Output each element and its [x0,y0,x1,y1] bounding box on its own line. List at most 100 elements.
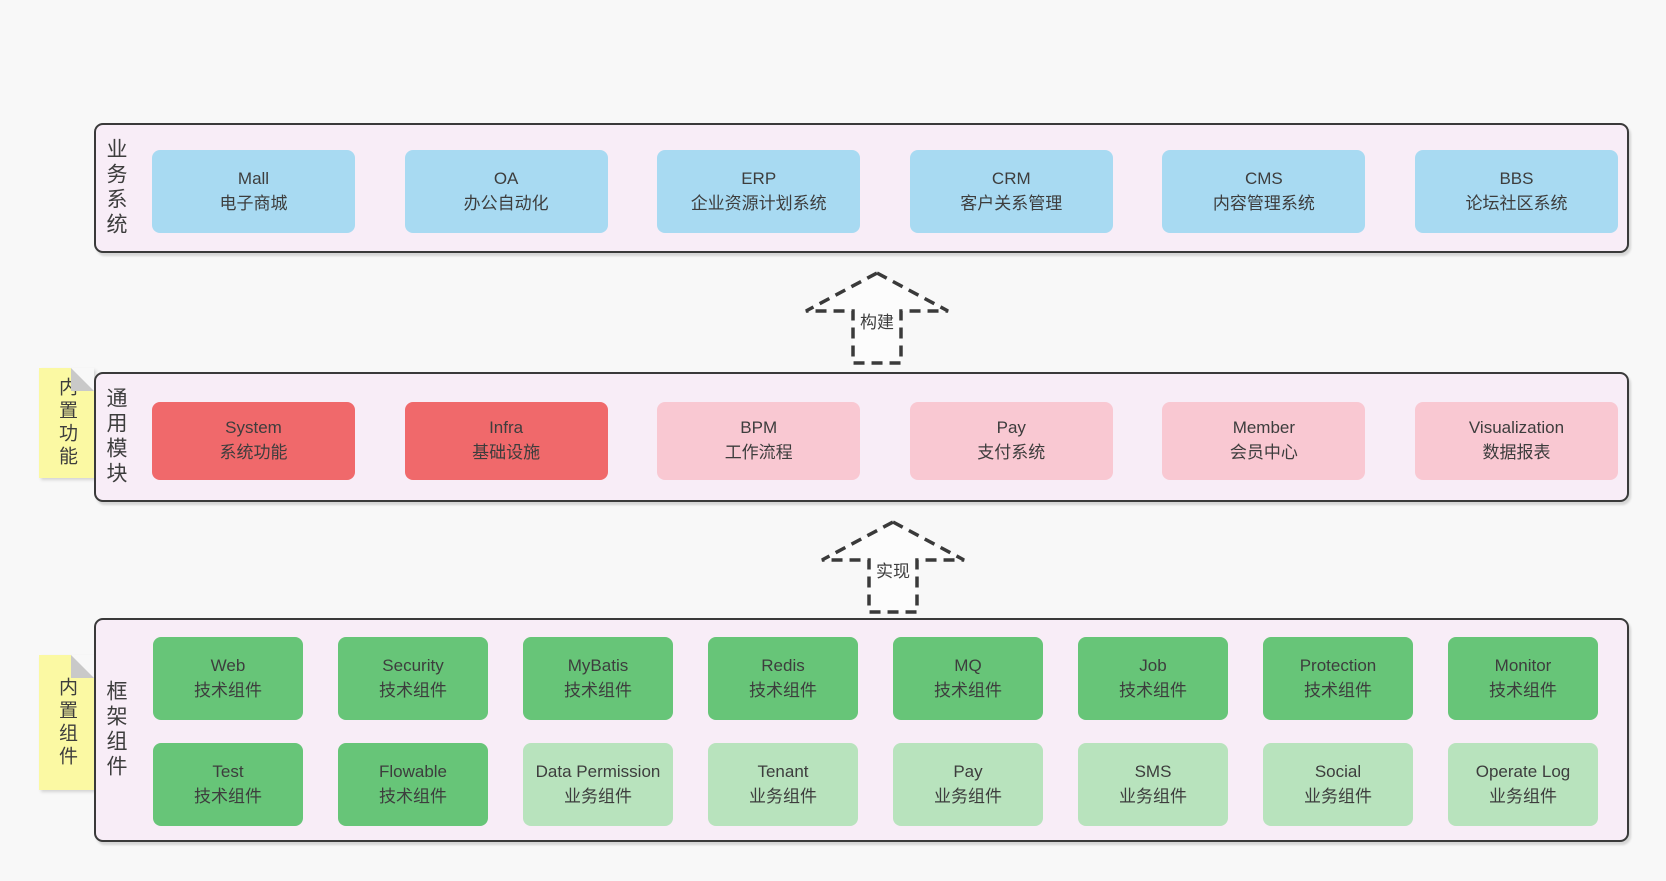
box-title: Member [1232,418,1296,438]
box-test: Test 技术组件 [153,743,303,826]
box-subtitle: 技术组件 [564,680,632,700]
box-subtitle: 企业资源计划系统 [690,193,827,213]
implement-arrow-label: 实现 [876,562,910,581]
box-redis: Redis 技术组件 [708,637,858,720]
sticky-note-label: 内置功能 [56,377,77,469]
box-subtitle: 技术组件 [1304,680,1372,700]
box-subtitle: 业务组件 [749,786,817,806]
box-title: Job [1139,655,1167,675]
box-subtitle: 技术组件 [194,786,262,806]
box-sms: SMS 业务组件 [1078,743,1228,826]
layer-label-business-systems: 业务系统 [104,138,127,238]
box-web: Web 技术组件 [153,637,303,720]
box-subtitle: 业务组件 [564,786,632,806]
box-subtitle: 工作流程 [724,443,793,462]
box-visualization: Visualization 数据报表 [1414,402,1618,480]
box-subtitle: 业务组件 [1119,786,1187,806]
build-arrow-label: 构建 [860,313,894,332]
business-box-row: Mall 电子商城 OA 办公自动化 ERP 企业资源计划系统 CRM 客户关系… [152,150,1618,233]
box-erp: ERP 企业资源计划系统 [657,150,861,233]
box-flowable: Flowable 技术组件 [338,743,488,826]
box-subtitle: 技术组件 [749,680,817,700]
box-subtitle: 电子商城 [219,193,288,213]
box-pay-component: Pay 业务组件 [893,743,1043,826]
box-title: Data Permission [535,761,661,781]
box-title: MQ [954,655,982,675]
box-subtitle: 系统功能 [219,443,288,462]
box-title: SMS [1134,761,1172,781]
box-subtitle: 技术组件 [1489,680,1557,700]
box-subtitle: 论坛社区系统 [1465,193,1568,213]
box-title: Visualization [1468,418,1565,438]
box-title: Security [382,655,444,675]
box-subtitle: 数据报表 [1482,443,1551,462]
box-title: BBS [1499,168,1534,188]
box-subtitle: 技术组件 [194,680,262,700]
box-title: Social [1314,761,1362,781]
box-title: Pay [996,418,1026,438]
box-data-permission: Data Permission 业务组件 [523,743,673,826]
box-title: Infra [489,418,524,438]
box-monitor: Monitor 技术组件 [1448,637,1598,720]
box-system: System 系统功能 [152,402,355,480]
box-cms: CMS 内容管理系统 [1162,150,1366,233]
box-subtitle: 技术组件 [934,680,1002,700]
box-title: CRM [991,168,1031,188]
up-arrow-outline [821,520,965,614]
box-social: Social 业务组件 [1263,743,1413,826]
box-crm: CRM 客户关系管理 [909,150,1113,233]
box-subtitle: 业务组件 [1304,786,1372,806]
box-subtitle: 支付系统 [977,443,1046,462]
sticky-note-label: 内置组件 [56,676,77,769]
box-pay-system: Pay 支付系统 [909,402,1113,480]
box-member: Member 会员中心 [1162,402,1366,480]
modules-box-row: System 系统功能 Infra 基础设施 BPM 工作流程 Pay 支付系统… [152,402,1618,480]
box-bbs: BBS 论坛社区系统 [1414,150,1618,233]
box-tenant: Tenant 业务组件 [708,743,858,826]
box-bpm: BPM 工作流程 [657,402,861,480]
implement-arrow-icon: 实现 [821,520,965,614]
box-title: Protection [1299,655,1377,675]
box-operate-log: Operate Log 业务组件 [1448,743,1598,826]
framework-box-row-2: Test 技术组件 Flowable 技术组件 Data Permission … [153,743,1598,826]
box-infra: Infra 基础设施 [404,402,608,480]
box-security: Security 技术组件 [338,637,488,720]
box-title: OA [493,168,519,188]
box-title: Test [212,761,244,781]
box-job: Job 技术组件 [1078,637,1228,720]
box-title: Redis [761,655,805,675]
box-oa: OA 办公自动化 [404,150,608,233]
box-title: Monitor [1494,655,1552,675]
build-arrow-icon: 构建 [805,271,949,365]
layer-common-modules: 通用模块 System 系统功能 Infra 基础设施 BPM 工作流程 Pay… [94,372,1629,502]
framework-box-row-1: Web 技术组件 Security 技术组件 MyBatis 技术组件 Redi… [153,637,1598,720]
box-title: Operate Log [1475,761,1571,781]
box-subtitle: 业务组件 [1489,786,1557,806]
box-subtitle: 客户关系管理 [960,193,1063,213]
up-arrow-outline [805,271,949,365]
layer-label-common-modules: 通用模块 [104,387,127,487]
box-title: Pay [953,761,983,781]
box-title: Web [210,655,246,675]
box-title: MyBatis [567,655,629,675]
box-subtitle: 技术组件 [1119,680,1187,700]
layer-label-framework-components: 框架组件 [104,680,127,780]
box-subtitle: 会员中心 [1229,443,1298,462]
box-title: Flowable [378,761,448,781]
layer-framework-components: 框架组件 Web 技术组件 Security 技术组件 MyBatis 技术组件… [94,618,1629,842]
box-title: System [225,418,282,438]
box-title: ERP [741,168,777,188]
box-subtitle: 技术组件 [379,680,447,700]
sticky-note-builtin-features: 内置功能 [39,368,94,478]
box-subtitle: 业务组件 [934,786,1002,806]
sticky-note-builtin-components: 内置组件 [39,655,94,790]
box-title: BPM [740,418,778,438]
box-mall: Mall 电子商城 [152,150,355,233]
layer-business-systems: 业务系统 Mall 电子商城 OA 办公自动化 ERP 企业资源计划系统 CRM… [94,123,1629,253]
box-title: CMS [1244,168,1283,188]
box-protection: Protection 技术组件 [1263,637,1413,720]
box-title: Mall [237,168,270,188]
box-mq: MQ 技术组件 [893,637,1043,720]
box-subtitle: 基础设施 [472,443,541,462]
